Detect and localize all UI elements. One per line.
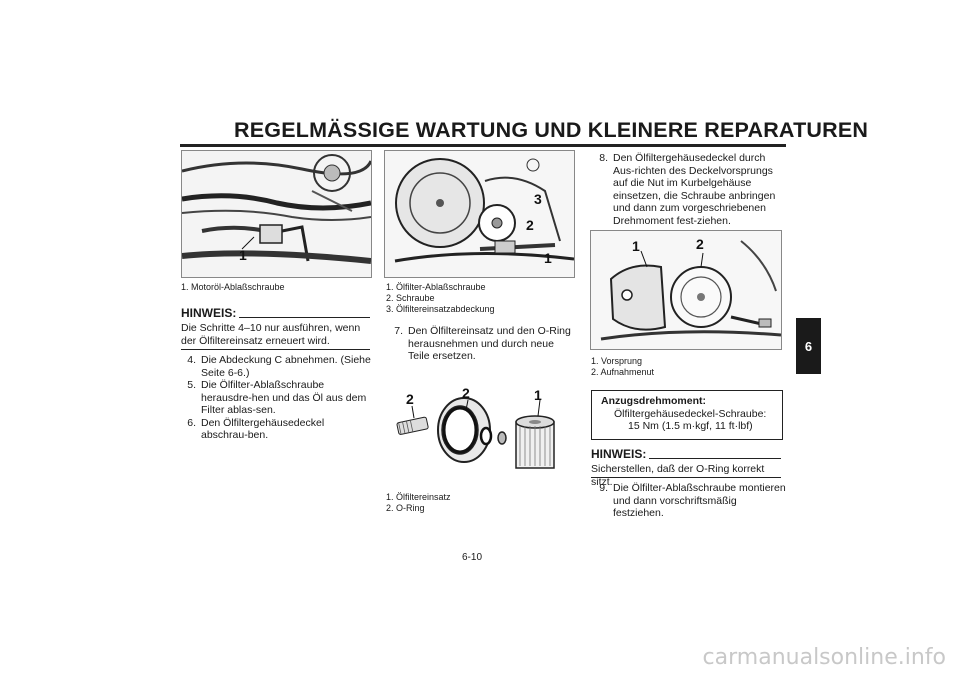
torque-value: 15 Nm (1.5 m·kgf, 11 ft·lbf) bbox=[628, 420, 753, 432]
step-4: 4. Die Abdeckung C abnehmen. (Siehe Seite… bbox=[181, 354, 373, 379]
step-number: 8. bbox=[599, 152, 608, 164]
chapter-tab[interactable]: 6 bbox=[796, 318, 821, 374]
caption-item: 1. Vorsprung bbox=[591, 356, 643, 366]
step-number: 6. bbox=[187, 416, 196, 429]
caption-item: 1. Ölfilter-Ablaßschraube bbox=[386, 282, 486, 292]
page-number: 6-10 bbox=[462, 552, 483, 563]
step-8: 8. Den Ölfiltergehäusedeckel durch Aus-ri… bbox=[593, 152, 787, 227]
caption-item: 3. Ölfiltereinsatzabdeckung bbox=[386, 304, 495, 314]
step-list: 4. Die Abdeckung C abnehmen. (Siehe Seite… bbox=[181, 354, 373, 442]
step-number: 4. bbox=[187, 354, 196, 366]
callout-3: 3 bbox=[534, 191, 542, 207]
note-text: Die Schritte 4–10 nur ausführen, wenn de… bbox=[181, 322, 361, 347]
note-end-rule bbox=[181, 349, 370, 350]
callout-2: 2 bbox=[526, 217, 534, 233]
note-heading: HINWEIS: bbox=[591, 447, 781, 461]
page-title: REGELMÄSSIGE WARTUNG UND KLEINERE REPARA… bbox=[234, 118, 869, 142]
figure-caption: 1. Ölfilter-Ablaßschraube 2. Schraube 3.… bbox=[386, 282, 495, 315]
figure-caption: 1. Vorsprung 2. Aufnahmenut bbox=[591, 356, 654, 378]
callout-1: 1 bbox=[534, 387, 542, 403]
caption-item: 2. O-Ring bbox=[386, 503, 425, 513]
callout-2: 2 bbox=[462, 385, 470, 401]
filter-parts-illustration bbox=[386, 378, 575, 486]
step-list: 9. Die Ölfilter-Ablaßschraube montieren u… bbox=[593, 482, 787, 520]
figure-caption: 1. Motoröl-Ablaßschraube bbox=[181, 282, 285, 293]
callout-2: 2 bbox=[406, 391, 414, 407]
step-list: 8. Den Ölfiltergehäusedeckel durch Aus-ri… bbox=[593, 152, 787, 227]
callout-1: 1 bbox=[544, 250, 552, 266]
torque-item: Ölfiltergehäusedeckel-Schraube: bbox=[614, 407, 767, 420]
step-number: 7. bbox=[394, 325, 403, 337]
torque-heading: Anzugsdrehmoment: bbox=[601, 395, 706, 407]
step-text: Den Ölfiltereinsatz und den O-Ring herau… bbox=[408, 325, 571, 362]
figure2-callouts: 3 2 1 bbox=[526, 191, 552, 266]
note-heading-rule bbox=[239, 317, 370, 318]
step-7: 7. Den Ölfiltereinsatz und den O-Ring her… bbox=[388, 325, 578, 363]
figure-caption: 1. Ölfiltereinsatz 2. O-Ring bbox=[386, 492, 451, 514]
filter-parts-photo bbox=[386, 378, 575, 486]
step-9: 9. Die Ölfilter-Ablaßschraube montieren u… bbox=[593, 482, 787, 520]
step-text: Den Ölfiltergehäusedeckel durch Aus-rich… bbox=[613, 152, 776, 227]
caption-item: 2. Aufnahmenut bbox=[591, 367, 655, 377]
step-text: Den Ölfiltergehäusedeckel abschrau-ben. bbox=[201, 416, 325, 442]
cover-install-photo bbox=[590, 230, 782, 350]
step-text: Die Ölfilter-Ablaßschraube herausdre-hen… bbox=[201, 379, 367, 416]
note-label: HINWEIS: bbox=[591, 447, 647, 461]
step-text: Die Abdeckung C abnehmen. (Siehe Seite 6… bbox=[201, 354, 371, 379]
caption-item: 2. Schraube bbox=[386, 293, 435, 303]
callout-2: 2 bbox=[696, 236, 704, 252]
step-number: 9. bbox=[599, 482, 608, 494]
callout-1: 1 bbox=[632, 238, 640, 254]
figure3-callouts: 2 2 1 bbox=[406, 385, 542, 407]
note-text: Sicherstellen, daß der O-Ring korrekt si… bbox=[591, 463, 765, 488]
step-list: 7. Den Ölfiltereinsatz und den O-Ring her… bbox=[388, 325, 578, 363]
watermark: carmanualsonline.info bbox=[702, 645, 946, 670]
note-heading-rule bbox=[649, 458, 781, 459]
torque-spec-box: Anzugsdrehmoment: Ölfiltergehäusedeckel-… bbox=[591, 390, 783, 440]
figure1-callouts: 1 bbox=[239, 247, 247, 263]
step-number: 5. bbox=[187, 379, 196, 391]
step-5: 5. Die Ölfilter-Ablaßschraube herausdre-h… bbox=[181, 379, 373, 417]
caption-item: 1. Motoröl-Ablaßschraube bbox=[181, 282, 285, 292]
engine-underside-illustration bbox=[182, 151, 371, 277]
drain-bolt-photo bbox=[181, 150, 372, 278]
cover-install-illustration bbox=[591, 231, 781, 349]
note-heading: HINWEIS: bbox=[181, 306, 370, 320]
note-label: HINWEIS: bbox=[181, 306, 237, 320]
caption-item: 1. Ölfiltereinsatz bbox=[386, 492, 451, 502]
step-6: 6. Den Ölfiltergehäusedeckel abschrau-ben… bbox=[181, 417, 373, 442]
callout-1: 1 bbox=[239, 247, 247, 263]
filter-cover-photo bbox=[384, 150, 575, 278]
note-end-rule bbox=[591, 477, 781, 478]
figure4-callouts: 1 2 bbox=[632, 236, 704, 254]
title-rule bbox=[180, 144, 786, 147]
filter-cover-illustration bbox=[385, 151, 574, 277]
step-text: Die Ölfilter-Ablaßschraube montieren und… bbox=[613, 482, 786, 519]
